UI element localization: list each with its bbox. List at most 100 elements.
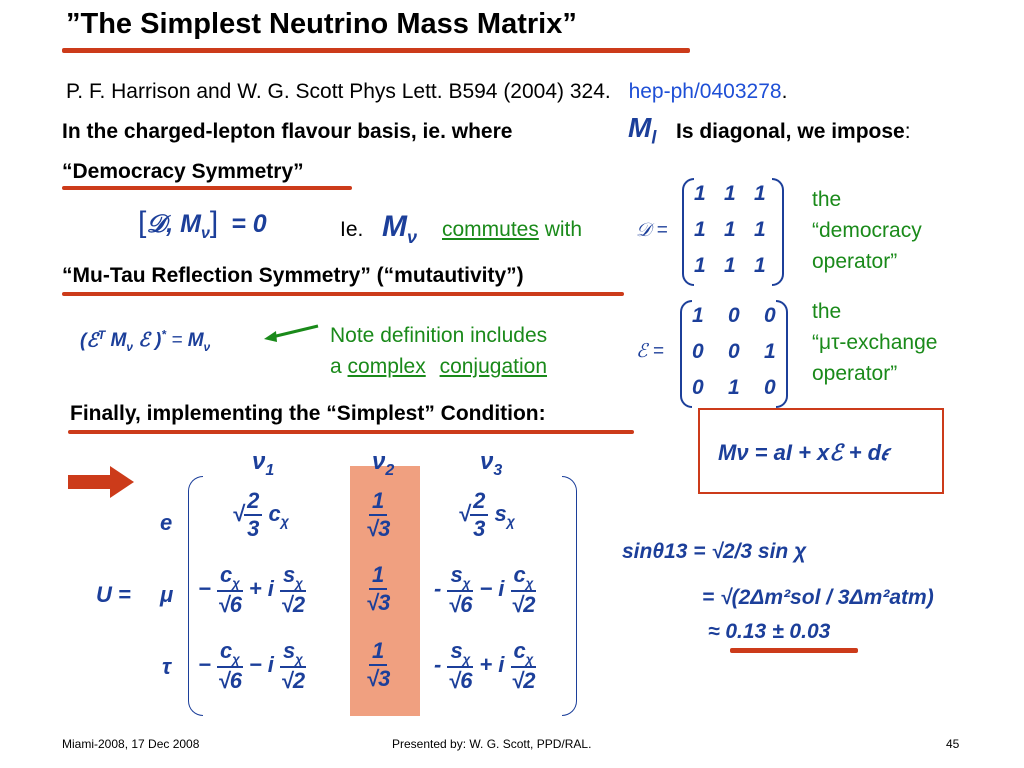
democracy-heading: “Democracy Symmetry” bbox=[62, 160, 304, 183]
mutau-note-a: a bbox=[330, 355, 342, 378]
exchange-operator-symbol: ℰ = bbox=[636, 341, 664, 362]
democracy-note-2: “democracy bbox=[812, 219, 922, 242]
mutau-note: Note definition includes a complex conju… bbox=[330, 320, 547, 382]
commutator-rhs: = 0 bbox=[231, 210, 267, 238]
u-mu1: − cχ√6 + i sχ√2 bbox=[198, 562, 306, 618]
mnu-main: M bbox=[382, 210, 407, 243]
arxiv-link[interactable]: hep-ph/0403278 bbox=[628, 80, 782, 103]
democracy-cell-1-0: 1 bbox=[694, 218, 706, 241]
mutau-underline bbox=[62, 292, 624, 296]
exchange-note-3: operator” bbox=[812, 362, 898, 385]
democracy-cell-0-1: 1 bbox=[724, 182, 736, 205]
nu2-column-highlight bbox=[350, 466, 420, 716]
right-arrow-icon bbox=[68, 466, 134, 498]
democracy-matrix-right-paren bbox=[772, 178, 784, 286]
democracy-cell-2-2: 1 bbox=[754, 254, 766, 277]
exchange-matrix-right-paren bbox=[776, 300, 788, 408]
democracy-cell-0-2: 1 bbox=[754, 182, 766, 205]
democracy-cell-0-0: 1 bbox=[694, 182, 706, 205]
exchange-cell-2-1: 1 bbox=[728, 376, 740, 399]
u-mu3: - sχ√6 − i cχ√2 bbox=[434, 562, 537, 618]
u-tau3: - sχ√6 + i cχ√2 bbox=[434, 638, 537, 694]
result-underline bbox=[730, 648, 858, 653]
democracy-cell-1-1: 1 bbox=[724, 218, 736, 241]
simplest-heading: Finally, implementing the “Simplest” Con… bbox=[70, 402, 546, 425]
mutau-heading: “Mu-Tau Reflection Symmetry” (“mutautivi… bbox=[62, 264, 524, 287]
result-line3: ≈ 0.13 ± 0.03 bbox=[708, 620, 831, 643]
democracy-note-1: the bbox=[812, 188, 842, 211]
mutau-eq-sup: T bbox=[97, 328, 106, 342]
commutes-word: commutes bbox=[442, 218, 539, 241]
conjugation-word: conjugation bbox=[439, 355, 547, 378]
ie-label: Ie. bbox=[340, 218, 364, 241]
commutes-text: commutes with bbox=[442, 218, 582, 242]
exchange-cell-1-0: 0 bbox=[692, 340, 704, 363]
basis-text-2: Is diagonal, we impose: bbox=[676, 120, 911, 144]
democracy-matrix-left-paren bbox=[682, 178, 694, 286]
row-tau: τ bbox=[162, 654, 171, 679]
column-nu3: ν3 bbox=[480, 448, 503, 479]
simplest-underline bbox=[68, 430, 634, 434]
exchange-cell-1-2: 1 bbox=[764, 340, 776, 363]
exchange-cell-0-2: 0 bbox=[764, 304, 776, 327]
democracy-commutator: [𝒟, Mν] = 0 bbox=[138, 206, 267, 243]
u-tau1: − cχ√6 − i sχ√2 bbox=[198, 638, 306, 694]
mnu-sub: ν bbox=[407, 227, 418, 247]
footer-left: Miami-2008, 17 Dec 2008 bbox=[62, 737, 200, 751]
arrow-icon bbox=[264, 324, 319, 342]
citation-text: P. F. Harrison and W. G. Scott Phys Lett… bbox=[66, 80, 611, 103]
democracy-cell-2-1: 1 bbox=[724, 254, 736, 277]
democracy-note: the “democracy operator” bbox=[812, 184, 922, 277]
page-title: ”The Simplest Neutrino Mass Matrix” bbox=[66, 8, 577, 40]
basis-colon: : bbox=[904, 120, 911, 143]
exchange-cell-1-1: 0 bbox=[728, 340, 740, 363]
row-e: e bbox=[160, 510, 173, 535]
exchange-cell-0-1: 0 bbox=[728, 304, 740, 327]
simplest-equation: Mν = aI + xℰ + d𝜖 bbox=[718, 440, 889, 465]
result-line2: = √(2Δm²sol / 3Δm²atm) bbox=[702, 586, 934, 609]
u-e2: 1√3 bbox=[366, 488, 391, 541]
mutau-eq-open: (ℰ bbox=[80, 330, 98, 352]
row-mu: μ bbox=[160, 582, 174, 607]
democracy-cell-1-2: 1 bbox=[754, 218, 766, 241]
democracy-operator-symbol: 𝒟 = bbox=[636, 220, 668, 241]
mutau-eq-mnu: Mν ℰ )* = Mν bbox=[110, 328, 211, 355]
column-nu1: ν1 bbox=[252, 448, 275, 479]
u-mu2: 1√3 bbox=[366, 562, 391, 615]
democracy-underline bbox=[62, 186, 352, 190]
exchange-cell-2-2: 0 bbox=[764, 376, 776, 399]
citation-period: . bbox=[781, 80, 788, 103]
result-line1: sinθ13 = √2/3 sin χ bbox=[622, 540, 807, 563]
mnu-symbol: Mν bbox=[382, 210, 417, 248]
exchange-cell-0-0: 1 bbox=[692, 304, 704, 327]
commutator-lhs: 𝒟, M bbox=[146, 210, 202, 238]
exchange-note: the “μτ-exchange operator” bbox=[812, 296, 937, 389]
exchange-matrix-left-paren bbox=[680, 300, 692, 408]
simplest-box bbox=[698, 408, 944, 494]
ml-symbol: Ml bbox=[628, 112, 656, 149]
mutau-note-line1: Note definition includes bbox=[330, 324, 548, 347]
ml-symbol-main: M bbox=[628, 112, 652, 143]
democracy-note-3: operator” bbox=[812, 250, 898, 273]
basis-text-2-main: Is diagonal, we impose bbox=[676, 120, 905, 143]
complex-word: complex bbox=[347, 355, 426, 378]
commutator-sub: ν bbox=[201, 225, 210, 242]
basis-text-1: In the charged-lepton flavour basis, ie.… bbox=[62, 120, 513, 143]
mutau-note-line2: a complex conjugation bbox=[330, 351, 547, 382]
citation: P. F. Harrison and W. G. Scott Phys Lett… bbox=[66, 80, 787, 104]
commutator-bracket-right: ] bbox=[209, 206, 219, 239]
u-tau2: 1√3 bbox=[366, 638, 391, 691]
title-underline bbox=[62, 48, 690, 53]
mixing-right-paren bbox=[562, 476, 577, 716]
exchange-note-2: “μτ-exchange bbox=[812, 331, 938, 354]
footer-center: Presented by: W. G. Scott, PPD/RAL. bbox=[392, 737, 592, 751]
column-nu2: ν2 bbox=[372, 448, 395, 479]
commutator-bracket-left: [ bbox=[138, 206, 147, 239]
footer-page-number: 45 bbox=[946, 737, 960, 751]
exchange-cell-2-0: 0 bbox=[692, 376, 704, 399]
with-word: with bbox=[544, 218, 583, 241]
ml-symbol-sub: l bbox=[651, 127, 657, 148]
mutau-equation: (ℰT Mν ℰ )* = Mν bbox=[80, 328, 210, 354]
